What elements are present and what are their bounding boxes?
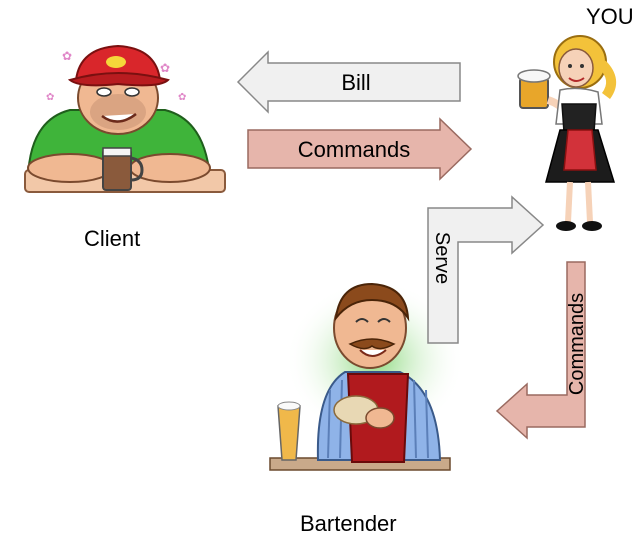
bartender-label: Bartender	[300, 511, 397, 536]
bill-arrow-label: Bill	[341, 70, 370, 95]
bill-arrow	[236, 50, 461, 114]
serve-arrow-label: Serve	[431, 232, 453, 284]
client-label: Client	[84, 226, 141, 251]
commands-right-arrow	[495, 261, 586, 440]
commands-top-arrow-label: Commands	[298, 137, 410, 162]
svg-text:✿: ✿	[160, 61, 170, 75]
svg-text:✿: ✿	[62, 49, 72, 63]
client-illustration: ✿ ✿ ✿ ✿	[24, 44, 226, 193]
waitress-illustration	[517, 35, 617, 231]
you-label: YOU	[586, 4, 634, 29]
svg-text:✿: ✿	[46, 92, 54, 103]
commands-top-arrow	[247, 117, 473, 181]
bartender-illustration	[269, 280, 465, 471]
serve-arrow	[427, 195, 545, 344]
commands-right-arrow-label: Commands	[566, 293, 588, 395]
svg-text:✿: ✿	[178, 92, 186, 103]
